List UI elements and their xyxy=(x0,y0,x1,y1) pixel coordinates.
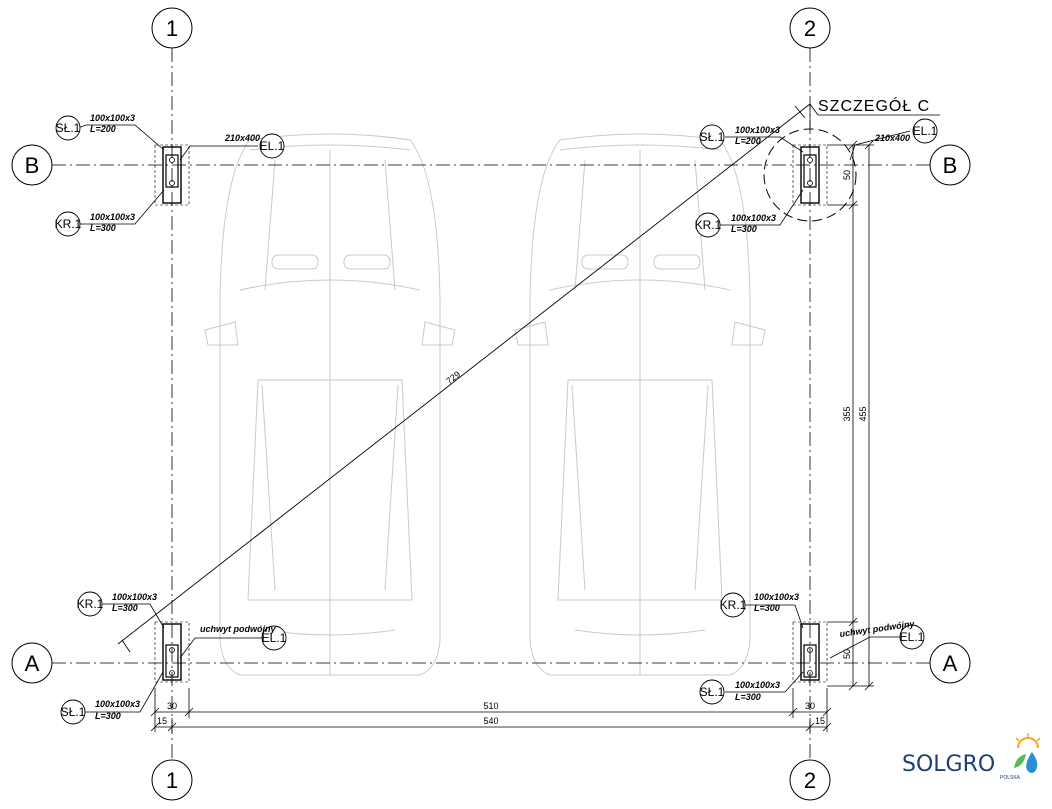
spec-post-section: 100x100x3 xyxy=(735,680,780,690)
axis-label: 1 xyxy=(166,768,178,793)
post-b1 xyxy=(154,144,190,206)
svg-text:SŁ.1: SŁ.1 xyxy=(61,705,86,719)
tag-el-top-right: EL.1 xyxy=(912,118,938,144)
spec-rail-length: L=300 xyxy=(731,224,757,234)
svg-text:EL.1: EL.1 xyxy=(900,630,925,644)
tag-sl-top-right: SŁ.1 xyxy=(699,124,725,150)
dim-total-depth: 455 xyxy=(858,406,868,421)
leaf-icon xyxy=(1014,754,1026,768)
svg-text:KR.1: KR.1 xyxy=(77,597,104,611)
spec-rail-length: L=300 xyxy=(112,603,138,613)
tag-kr-top-left: KR.1 xyxy=(55,211,82,237)
spec-post-section: 100x100x3 xyxy=(735,125,780,135)
car-right xyxy=(514,133,766,676)
spec-rail-length: L=300 xyxy=(754,603,780,613)
spec-plate: 210x400 xyxy=(874,133,910,143)
axis-label: B xyxy=(25,153,40,178)
axis-bubble-b-right: B xyxy=(929,144,971,186)
horizontal-dimensions xyxy=(150,688,832,732)
tag-sl-bottom-right: SŁ.1 xyxy=(699,679,725,705)
tag-el-bottom-left: EL.1 xyxy=(261,625,287,651)
axis-lines xyxy=(52,48,930,760)
axis-bubble-1-top: 1 xyxy=(151,7,193,49)
svg-text:EL.1: EL.1 xyxy=(262,631,287,645)
spec-rail-section: 100x100x3 xyxy=(112,592,157,602)
svg-text:KR.1: KR.1 xyxy=(720,598,747,612)
dim-inner-width: 510 xyxy=(483,701,498,711)
solgro-logo: SOLGRO POLSKA xyxy=(902,733,1041,781)
dim-total-width: 540 xyxy=(483,716,498,726)
drop-icon xyxy=(1026,752,1038,773)
spec-double-bracket: uchwyt podwójny xyxy=(200,624,276,634)
spec-rail-section: 100x100x3 xyxy=(754,592,799,602)
spec-post-length: L=200 xyxy=(90,124,116,134)
dim-edge-30-left: 30 xyxy=(167,701,177,711)
dim-post-depth-bottom: 50 xyxy=(842,649,852,659)
spec-rail-section: 100x100x3 xyxy=(90,212,135,222)
tag-kr-top-right: KR.1 xyxy=(695,212,722,238)
axis-label: 2 xyxy=(804,16,816,41)
spec-post-section: 100x100x3 xyxy=(95,699,140,709)
sun-icon xyxy=(1015,733,1041,749)
axis-label: B xyxy=(943,153,958,178)
dim-edge-30-right: 30 xyxy=(805,701,815,711)
spec-post-length: L=300 xyxy=(735,692,761,702)
dim-edge-15-right: 15 xyxy=(815,716,825,726)
spec-post-length: L=200 xyxy=(735,136,761,146)
spec-rail-section: 100x100x3 xyxy=(731,213,776,223)
dim-inner-depth: 355 xyxy=(842,406,852,421)
svg-text:SŁ.1: SŁ.1 xyxy=(56,121,81,135)
detail-title: SZCZEGÓŁ C xyxy=(818,96,930,115)
leaders xyxy=(77,124,911,713)
svg-text:EL.1: EL.1 xyxy=(260,139,285,153)
svg-text:SŁ.1: SŁ.1 xyxy=(700,685,725,699)
dim-edge-15-left: 15 xyxy=(157,716,167,726)
tag-sl-bottom-left: SŁ.1 xyxy=(60,699,86,725)
tag-kr-bottom-right: KR.1 xyxy=(720,592,747,618)
dim-post-depth-top: 50 xyxy=(842,170,852,180)
axis-bubble-1-bottom: 1 xyxy=(151,759,193,801)
diagonal-dimension xyxy=(117,103,811,653)
tag-sl-top-left: SŁ.1 xyxy=(55,115,81,141)
svg-text:SŁ.1: SŁ.1 xyxy=(700,130,725,144)
detail-c-marker xyxy=(763,103,940,222)
axis-bubble-b-left: B xyxy=(11,144,53,186)
tag-el-bottom-right: EL.1 xyxy=(899,624,925,650)
spec-post-section: 100x100x3 xyxy=(90,113,135,123)
post-a1 xyxy=(154,621,190,683)
axis-bubble-a-right: A xyxy=(929,642,971,684)
svg-text:KR.1: KR.1 xyxy=(55,217,82,231)
post-b2 xyxy=(792,144,828,206)
axis-bubble-a-left: A xyxy=(11,642,53,684)
vertical-dimensions xyxy=(827,140,874,691)
tag-el-top-left: EL.1 xyxy=(259,133,285,159)
tag-kr-bottom-left: KR.1 xyxy=(77,591,104,617)
axis-label: 1 xyxy=(166,16,178,41)
axis-bubble-2-bottom: 2 xyxy=(789,759,831,801)
axis-label: A xyxy=(943,651,958,676)
spec-rail-length: L=300 xyxy=(90,223,116,233)
svg-text:EL.1: EL.1 xyxy=(913,124,938,138)
logo-text: SOLGRO xyxy=(902,752,995,777)
axis-label: 2 xyxy=(804,768,816,793)
svg-text:KR.1: KR.1 xyxy=(695,218,722,232)
spec-plate: 210x400 xyxy=(224,133,260,143)
spec-post-length: L=300 xyxy=(95,711,121,721)
logo-sub: POLSKA xyxy=(1000,775,1021,781)
post-a2 xyxy=(792,621,828,683)
axis-label: A xyxy=(25,651,40,676)
diagonal-value: 729 xyxy=(444,369,462,386)
car-left xyxy=(204,133,456,676)
axis-bubble-2-top: 2 xyxy=(789,7,831,49)
